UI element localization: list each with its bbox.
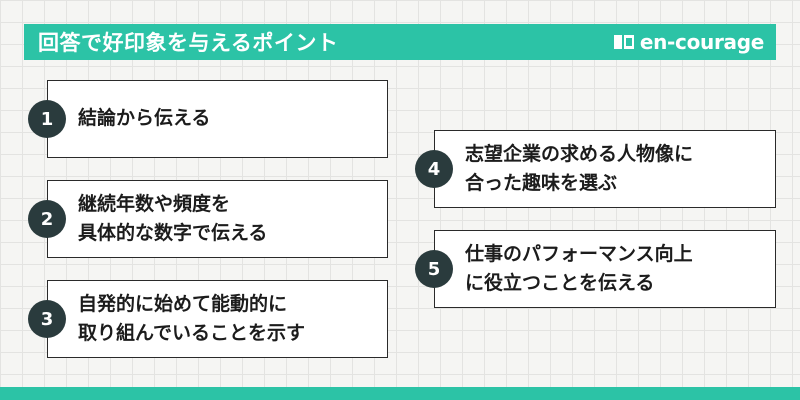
point-line: 自発的に始めて能動的に (78, 292, 288, 315)
point-line: 取り組んでいることを示す (78, 322, 306, 344)
brand-logo-text: en-courage (639, 30, 764, 54)
point-number-badge-4: 4 (415, 150, 453, 188)
point-card-3: 自発的に始めて能動的に 取り組んでいることを示す (47, 280, 388, 358)
point-text: 志望企業の求める人物像に 合った趣味を選ぶ (465, 140, 693, 199)
point-line: 仕事のパフォーマンス向上 (465, 242, 693, 265)
point-line: 合った趣味を選ぶ (465, 172, 618, 194)
point-line: 結論から伝える (78, 107, 211, 130)
point-card-5: 仕事のパフォーマンス向上 に役立つことを伝える (434, 230, 776, 308)
point-line: 継続年数や頻度を (78, 192, 231, 215)
point-number-badge-2: 2 (28, 200, 66, 238)
bottom-accent-bar (0, 387, 800, 400)
point-text: 自発的に始めて能動的に 取り組んでいることを示す (78, 290, 305, 349)
point-line: に役立つことを伝える (465, 272, 655, 294)
book-icon (613, 35, 634, 49)
point-number-badge-5: 5 (415, 250, 453, 288)
point-line: 志望企業の求める人物像に (465, 142, 694, 165)
point-card-4: 志望企業の求める人物像に 合った趣味を選ぶ (434, 130, 776, 208)
brand-logo[interactable]: en-courage (613, 30, 764, 54)
point-text: 結論から伝える (78, 104, 210, 133)
point-line: 具体的な数字で伝える (78, 222, 268, 244)
page-title: 回答で好印象を与えるポイント (38, 31, 339, 55)
point-number-badge-3: 3 (28, 300, 66, 338)
header-banner: 回答で好印象を与えるポイント en-courage (24, 24, 776, 60)
point-card-2: 継続年数や頻度を 具体的な数字で伝える (47, 180, 388, 258)
point-card-1: 結論から伝える (47, 80, 388, 158)
point-text: 継続年数や頻度を 具体的な数字で伝える (78, 190, 267, 249)
point-text: 仕事のパフォーマンス向上 に役立つことを伝える (465, 240, 693, 299)
point-number-badge-1: 1 (28, 100, 66, 138)
